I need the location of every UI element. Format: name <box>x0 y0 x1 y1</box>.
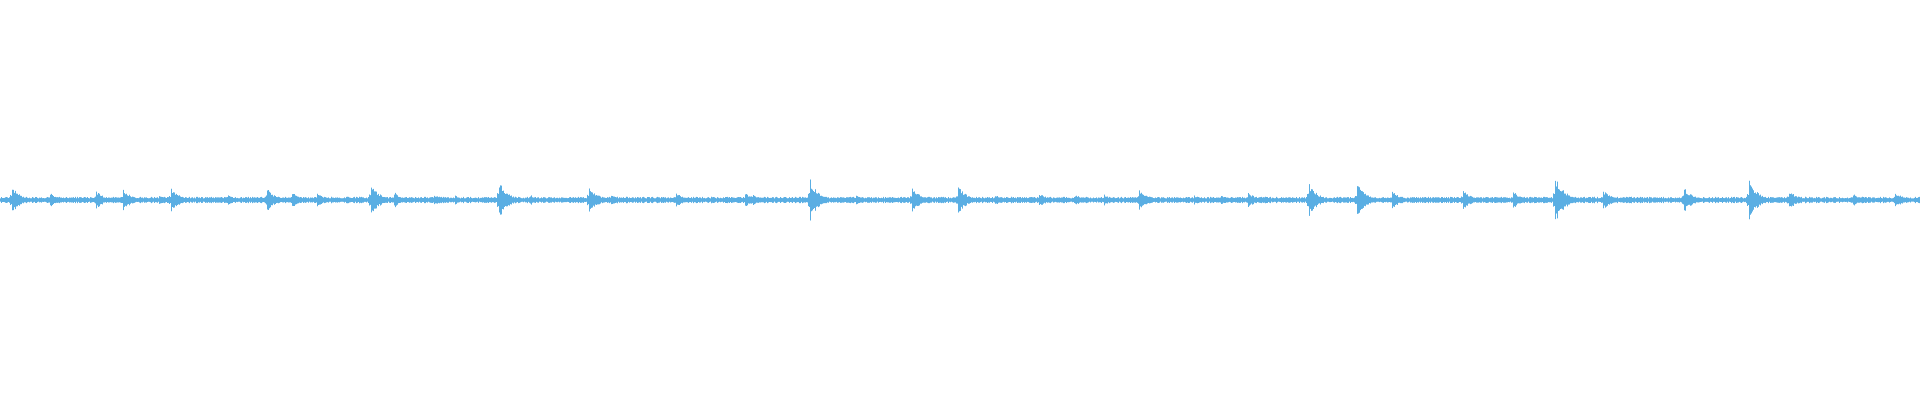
waveform-path <box>0 179 1920 221</box>
waveform-samples <box>0 179 1920 221</box>
